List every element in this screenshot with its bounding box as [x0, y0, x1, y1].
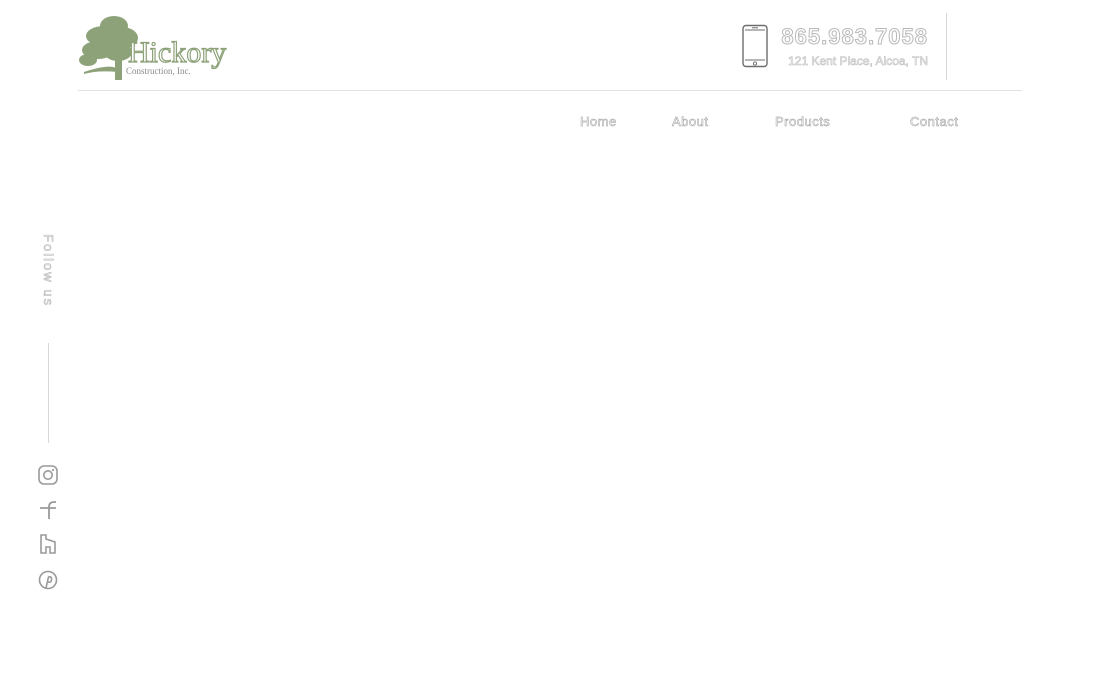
header-divider — [78, 90, 1022, 91]
tree-logo-icon: Hickory Construction, Inc. — [79, 16, 227, 80]
social-rail-line — [48, 343, 49, 443]
pinterest-icon — [38, 570, 58, 590]
logo[interactable]: Hickory Construction, Inc. — [78, 12, 238, 82]
main-nav: Home About Products Contact — [0, 114, 1100, 134]
houzz-icon — [40, 534, 56, 554]
facebook-icon — [40, 501, 56, 519]
nav-item-home[interactable]: Home — [580, 114, 617, 130]
houzz-link[interactable] — [34, 531, 62, 557]
follow-us-label: Follow us — [26, 214, 70, 326]
pinterest-link[interactable] — [34, 567, 62, 593]
follow-us-text: Follow us — [40, 233, 56, 307]
logo-text: Hickory — [128, 36, 226, 69]
nav-item-products[interactable]: Products — [775, 114, 831, 130]
phone-number[interactable]: 865.983.7058 — [781, 24, 928, 50]
address: 121 Kent Place, Alcoa, TN — [788, 54, 928, 69]
nav-item-about[interactable]: About — [672, 114, 709, 130]
logo-subtext: Construction, Inc. — [126, 66, 191, 76]
instagram-icon — [38, 465, 58, 485]
instagram-link[interactable] — [34, 462, 62, 488]
nav-item-contact[interactable]: Contact — [910, 114, 959, 130]
contact-text: 865.983.7058 121 Kent Place, Alcoa, TN — [781, 24, 928, 69]
phone-icon — [742, 24, 769, 68]
facebook-link[interactable] — [34, 497, 62, 523]
header-divider-vertical — [946, 13, 947, 80]
contact-block: 865.983.7058 121 Kent Place, Alcoa, TN — [741, 24, 928, 68]
